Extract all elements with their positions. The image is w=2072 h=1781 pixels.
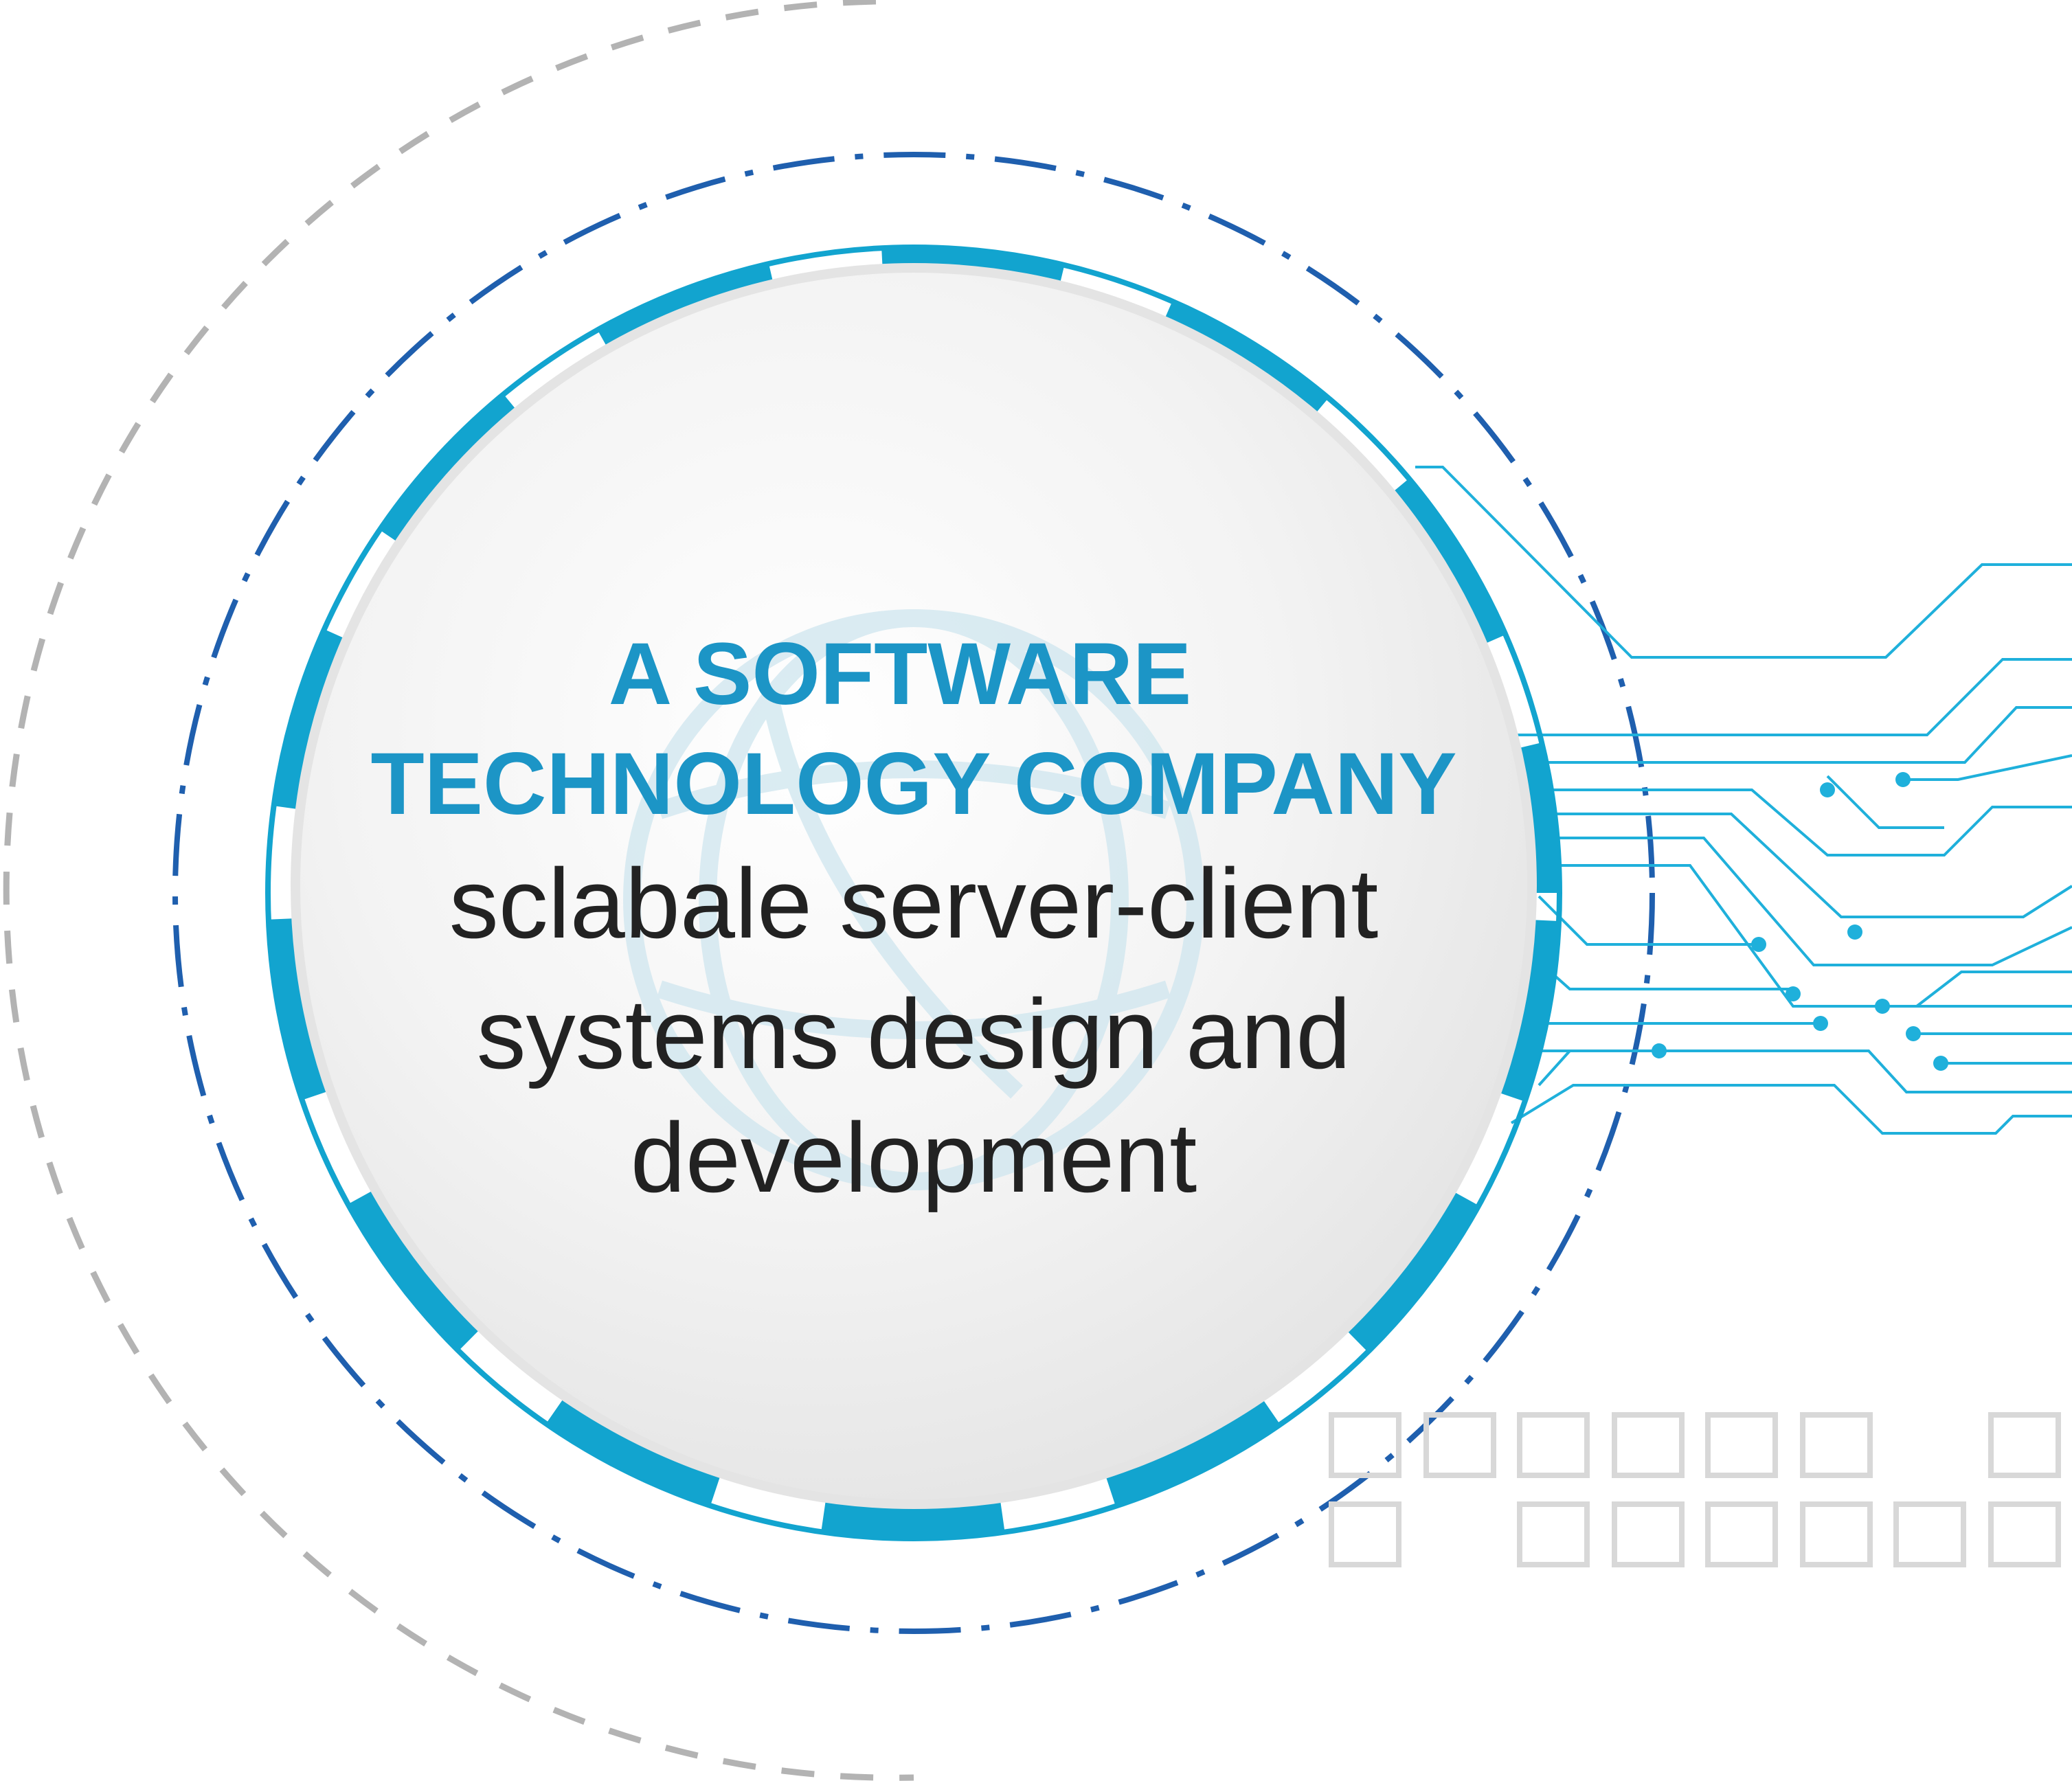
headline-line-1: A SOFTWARE <box>609 625 1192 723</box>
globe-watermark-icon <box>623 609 1204 1190</box>
dash-dot-ring <box>172 152 1655 1634</box>
tagline-line-1: sclabale server-client <box>449 848 1379 959</box>
circuit-nodes <box>1652 772 1948 1071</box>
central-disc <box>291 263 1537 1509</box>
segment-ring <box>268 247 1559 1539</box>
grid-squares <box>1329 1412 2061 1567</box>
tagline-line-2: systems design and <box>477 979 1351 1089</box>
tagline-line-3: development <box>631 1102 1197 1213</box>
circuit-traces-icon <box>1415 466 2072 1135</box>
headline-line-2: TECHNOLOGY COMPANY <box>370 735 1456 833</box>
